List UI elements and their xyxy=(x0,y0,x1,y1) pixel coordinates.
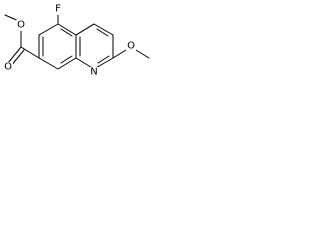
bond-benzene-1 xyxy=(57,23,77,36)
fluorine-label: F xyxy=(55,4,61,15)
pyridine-nitrogen-label: N xyxy=(90,67,97,78)
methoxy-group: O xyxy=(112,41,150,59)
methoxy-oxygen-bg xyxy=(126,41,136,52)
fluorine-label-bg xyxy=(53,4,63,15)
pyridine-ring: N xyxy=(75,23,114,78)
methoxy-oxygen-label: O xyxy=(127,41,135,52)
fluoro-substituent: F xyxy=(53,4,63,25)
bond-benzene-6 xyxy=(38,23,59,36)
bond-pyridine-inner-1 xyxy=(96,28,109,37)
bond-pyridine-1 xyxy=(93,23,114,36)
ester-carbonyl-oxygen-bg xyxy=(3,62,13,73)
bond-pyridine-inner-2 xyxy=(97,55,110,64)
structure-diagram: F O O N O xyxy=(3,4,150,78)
ester-carbonyl-oxygen-label: O xyxy=(4,62,12,73)
bond-carbonyl-double-oxygen-2 xyxy=(10,49,25,67)
bond-benzene-inner-1 xyxy=(60,28,73,37)
ester-single-oxygen-bg xyxy=(16,20,26,31)
bond-benzene-4 xyxy=(38,57,59,70)
benzene-ring xyxy=(38,23,77,70)
bond-ring-carbonyl xyxy=(20,46,40,59)
bond-pyridine-6 xyxy=(75,23,95,36)
ester-single-oxygen-label: O xyxy=(17,20,25,31)
bond-benzene-3 xyxy=(57,57,77,70)
bond-benzene-inner-2 xyxy=(60,55,73,64)
bond-carbonyl-double-oxygen-1 xyxy=(7,46,22,64)
pyridine-nitrogen-bg xyxy=(89,67,99,78)
ester-group: O O xyxy=(3,14,40,73)
